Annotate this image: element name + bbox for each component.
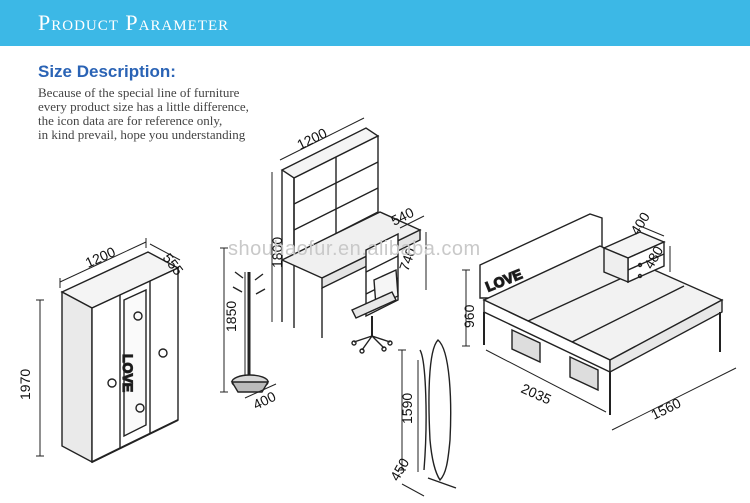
- description-line: Because of the special line of furniture: [38, 85, 240, 100]
- bed-drawing: [462, 213, 737, 431]
- header-banner: Product Parameter: [0, 0, 750, 46]
- watermark-text: shouhaofur.en.alibaba.com: [228, 238, 481, 260]
- coat-rack-drawing: [220, 247, 277, 399]
- description-line: the icon data are for reference only,: [38, 113, 223, 128]
- page-title: Product Parameter: [38, 10, 230, 35]
- bed-headboard-height-label: 960: [461, 304, 477, 328]
- description-line: every product size has a little differen…: [38, 99, 249, 114]
- desk-depth-label: 540: [388, 204, 416, 229]
- description-line: in kind prevail, hope you understanding: [38, 127, 246, 142]
- wardrobe-width-label: 1200: [83, 243, 118, 270]
- wardrobe-height-label: 1970: [17, 369, 33, 400]
- size-description-title: Size Description:: [38, 62, 176, 81]
- mirror-base-label: 450: [387, 455, 413, 483]
- wardrobe-drawing: [36, 238, 181, 464]
- bed-width-label: 1560: [648, 395, 683, 423]
- coat-rack-height-label: 1850: [223, 301, 239, 332]
- nightstand-width-label: 400: [627, 209, 653, 237]
- wardrobe-door-text: LOVE: [120, 354, 136, 392]
- mirror-drawing: [398, 339, 457, 497]
- mirror-height-label: 1590: [399, 393, 415, 424]
- desk-height-label: 1800: [269, 237, 285, 268]
- bed-length-label: 2035: [519, 380, 554, 407]
- desk-table-height-label: 740: [396, 245, 419, 273]
- desk-drawing: [271, 117, 427, 354]
- size-description-text: Because of the special line of furniture…: [38, 86, 249, 142]
